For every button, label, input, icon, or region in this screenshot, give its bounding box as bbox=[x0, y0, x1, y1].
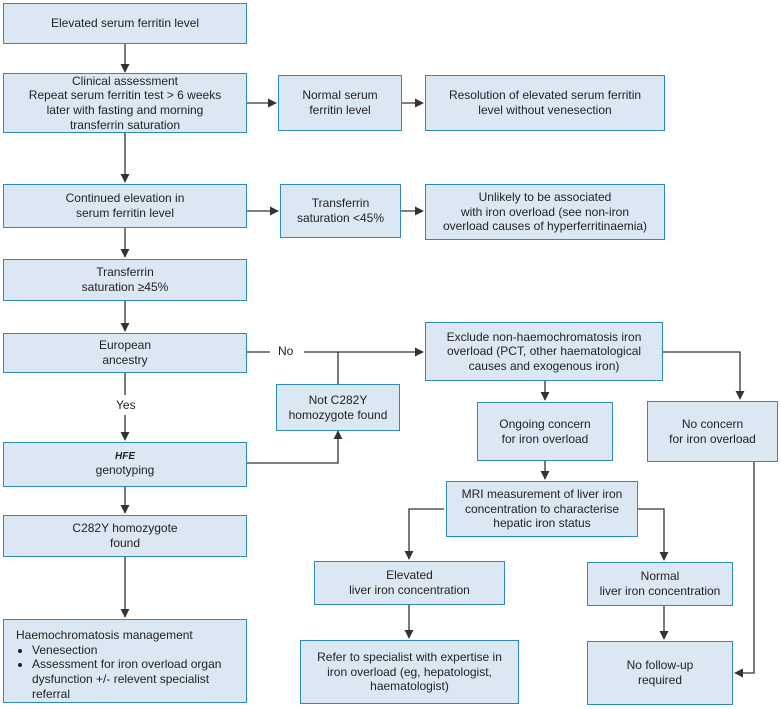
node-refer-to-specialist: Refer to specialist with expertise in ir… bbox=[300, 640, 519, 704]
node-european-ancestry: European ancestry bbox=[3, 333, 247, 373]
node-unlikely-iron-overload: Unlikely to be associated with iron over… bbox=[425, 184, 665, 240]
management-item: Assessment for iron overload organ dysfu… bbox=[32, 657, 234, 701]
node-no-follow-up: No follow-up required bbox=[587, 641, 733, 705]
node-haemochromatosis-management: Haemochromatosis management Venesection … bbox=[3, 619, 247, 703]
node-not-c282y-homozygote: Not C282Y homozygote found bbox=[276, 384, 400, 431]
node-ongoing-concern: Ongoing concern for iron overload bbox=[477, 402, 613, 461]
edge-label-no: No bbox=[276, 344, 296, 358]
node-normal-liver-iron: Normal liver iron concentration bbox=[587, 562, 733, 606]
node-no-concern: No concern for iron overload bbox=[647, 401, 778, 462]
node-continued-elevation: Continued elevation in serum ferritin le… bbox=[3, 184, 247, 228]
hfe-gene-label: HFE bbox=[115, 451, 135, 463]
node-elevated-liver-iron: Elevated liver iron concentration bbox=[314, 561, 505, 605]
node-resolution: Resolution of elevated serum ferritin le… bbox=[425, 75, 665, 131]
arrow-mri-to-elevated-liver bbox=[404, 508, 444, 560]
node-elevated-serum-ferritin: Elevated serum ferritin level bbox=[3, 3, 247, 44]
edge-label-yes: Yes bbox=[114, 398, 138, 412]
node-clinical-assessment: Clinical assessment Repeat serum ferriti… bbox=[3, 73, 247, 133]
management-title: Haemochromatosis management bbox=[16, 628, 193, 642]
arrow-mri-to-normal-liver bbox=[638, 508, 669, 561]
node-exclude-non-haemochromatosis: Exclude non-haemochromatosis iron overlo… bbox=[425, 322, 663, 381]
arrow-hfe-to-not-c282y bbox=[247, 430, 343, 464]
management-item: Venesection bbox=[32, 643, 234, 658]
node-mri-measurement: MRI measurement of liver iron concentrat… bbox=[446, 481, 638, 537]
node-normal-serum-ferritin: Normal serum ferritin level bbox=[278, 75, 402, 131]
node-ts-below-45: Transferrin saturation <45% bbox=[280, 184, 401, 238]
arrow-exclude-to-no-concern bbox=[663, 351, 745, 400]
node-c282y-homozygote-found: C282Y homozygote found bbox=[3, 515, 247, 557]
node-ts-45-and-above: Transferrin saturation ≥45% bbox=[3, 259, 247, 301]
management-list: Venesection Assessment for iron overload… bbox=[16, 643, 234, 702]
arrow-no-concern-to-no-followup bbox=[734, 462, 755, 678]
